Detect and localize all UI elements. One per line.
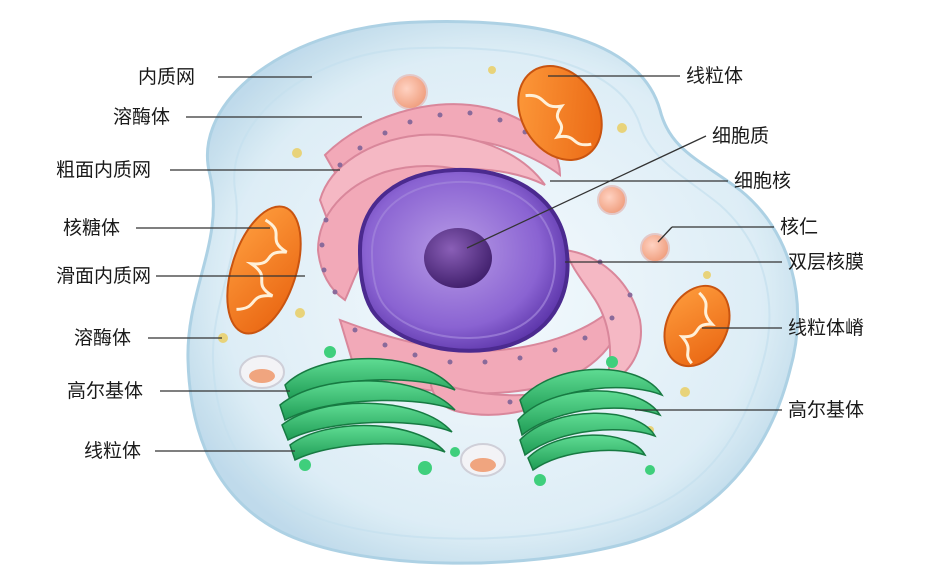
label-smooth-er: 滑面内质网	[56, 265, 152, 287]
label-nuclear-envelope: 双层核膜	[788, 251, 865, 273]
label-golgi-right: 高尔基体	[788, 399, 865, 421]
label-er: 内质网	[138, 66, 196, 88]
label-nucleus: 细胞核	[734, 170, 792, 192]
nucleolus	[424, 228, 492, 288]
label-golgi-left: 高尔基体	[67, 380, 144, 402]
label-ribosome: 核糖体	[63, 217, 121, 239]
mitochondrion-left	[226, 205, 302, 335]
label-mitochondrion-left: 线粒体	[84, 440, 142, 462]
nucleus	[357, 167, 570, 353]
golgi-right	[517, 356, 664, 486]
label-cristae: 线粒体嵴	[788, 317, 865, 339]
label-nucleolus: 核仁	[780, 216, 819, 238]
golgi-left	[279, 346, 460, 475]
label-lysosome-top: 溶酶体	[113, 106, 171, 128]
leader-lines	[136, 75, 782, 452]
label-lysosome-bottom: 溶酶体	[74, 327, 132, 349]
label-cytoplasm: 细胞质	[712, 125, 770, 147]
label-rough-er: 粗面内质网	[56, 159, 152, 181]
mitochondrion-right	[663, 284, 731, 368]
mitochondrion-top	[517, 65, 603, 161]
label-mitochondrion-top: 线粒体	[686, 65, 744, 87]
